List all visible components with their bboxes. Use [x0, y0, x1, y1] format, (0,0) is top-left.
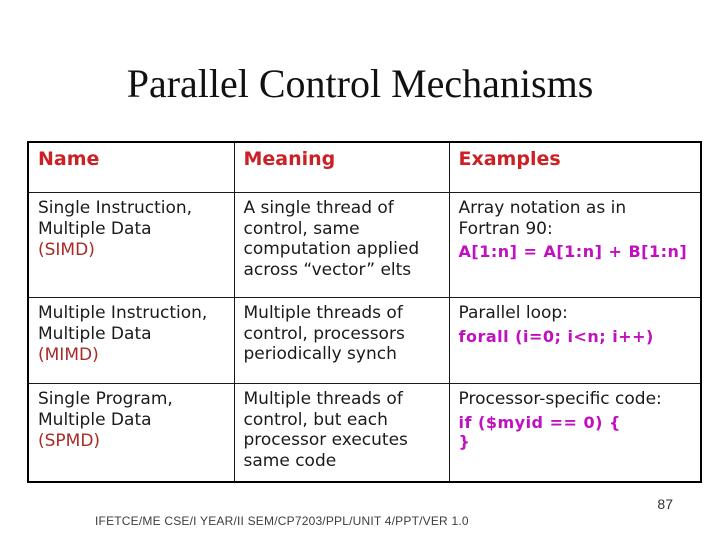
cell-name: Single Instruction, Multiple Data(SIMD) — [27, 192, 235, 298]
column-header-examples: Examples — [448, 141, 702, 193]
example-code: A[1:n] = A[1:n] + B[1:n] — [458, 242, 688, 262]
cell-meaning: Multiple threads of control, processors … — [233, 297, 450, 384]
example-label: Processor-specific code: — [458, 389, 662, 409]
cell-name: Single Program, Multiple Data(SPMD) — [27, 383, 235, 483]
table-row-mimd: Multiple Instruction, Multiple Data(MIMD… — [27, 297, 702, 384]
table-row-spmd: Single Program, Multiple Data(SPMD) Mult… — [27, 383, 702, 483]
example-label: Parallel loop: — [458, 303, 568, 323]
cell-examples: Parallel loop: forall (i=0; i<n; i++) — [448, 297, 702, 384]
column-header-name: Name — [27, 141, 235, 193]
cell-meaning: Multiple threads of control, but each pr… — [233, 383, 450, 483]
example-code: if ($myid == 0) { } — [458, 412, 621, 452]
mechanism-meaning: Multiple threads of control, processors … — [243, 303, 405, 365]
cell-name: Multiple Instruction, Multiple Data(MIMD… — [27, 297, 235, 384]
mechanism-name: Single Program, Multiple Data — [38, 389, 173, 430]
table-header-row: Name Meaning Examples — [27, 141, 702, 193]
page-number: 87 — [657, 496, 673, 512]
example-label: Array notation as in Fortran 90: — [458, 198, 627, 239]
parallel-mechanisms-table: Name Meaning Examples Single Instruction… — [27, 141, 702, 483]
table-row-simd: Single Instruction, Multiple Data(SIMD) … — [27, 192, 702, 298]
mechanism-acronym: (SPMD) — [38, 431, 101, 452]
footer-text: IFETCE/ME CSE/I YEAR/II SEM/CP7203/PPL/U… — [95, 514, 469, 528]
mechanism-meaning: A single thread of control, same computa… — [243, 198, 420, 281]
cell-examples: Array notation as in Fortran 90: A[1:n] =… — [448, 192, 702, 298]
cell-examples: Processor-specific code: if ($myid == 0) … — [448, 383, 702, 483]
mechanism-acronym: (SIMD) — [38, 240, 95, 261]
slide-title: Parallel Control Mechanisms — [126, 61, 594, 106]
mechanism-meaning: Multiple threads of control, but each pr… — [243, 389, 408, 472]
mechanism-acronym: (MIMD) — [38, 345, 99, 366]
column-header-meaning: Meaning — [233, 141, 450, 193]
cell-meaning: A single thread of control, same computa… — [233, 192, 450, 298]
mechanism-name: Multiple Instruction, Multiple Data — [38, 303, 208, 344]
mechanism-name: Single Instruction, Multiple Data — [38, 198, 193, 239]
example-code: forall (i=0; i<n; i++) — [458, 326, 654, 346]
